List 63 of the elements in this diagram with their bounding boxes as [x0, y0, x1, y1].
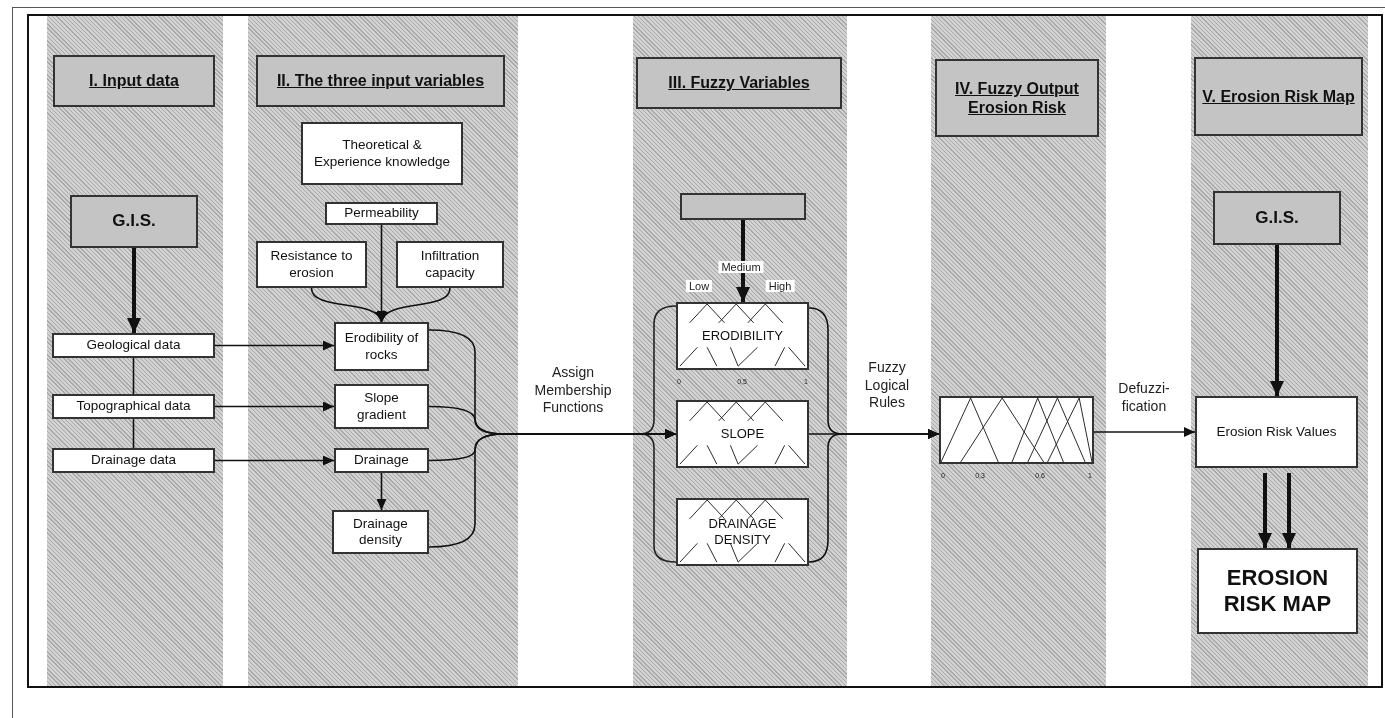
node-text: Permeability [344, 205, 419, 222]
node-text: Theoretical & Experience knowledge [313, 137, 451, 170]
node-text: Drainage [354, 452, 409, 469]
heading-text: II. The three input variables [276, 71, 485, 91]
process-box [334, 384, 429, 429]
connector-line [132, 357, 135, 395]
arrow [310, 287, 383, 323]
arrow [1093, 427, 1196, 437]
node-text: DRAINAGE DENSITY [707, 516, 778, 548]
fuzzy-term-label: Low [685, 280, 713, 292]
process-box [334, 322, 429, 371]
arrow [1282, 473, 1296, 548]
node-text: ERODIBILITY [702, 328, 783, 344]
node-text: Erodibility of rocks [343, 330, 420, 363]
heading-text: III. Fuzzy Variables [668, 73, 810, 93]
heading-text: I. Input data [89, 71, 179, 91]
fuzzy-term-label: High [765, 280, 795, 292]
arrow [736, 220, 750, 302]
column-heading [935, 59, 1099, 137]
tool-box [1213, 191, 1341, 245]
arrow [380, 287, 451, 323]
arrow [214, 455, 335, 466]
fuzzy-term-label: Medium [718, 261, 764, 273]
node-text: Geological data [86, 337, 181, 354]
process-box [325, 202, 438, 225]
process-box [301, 122, 463, 185]
node-text: Erosion Risk Values [1216, 423, 1337, 441]
node-text: Infiltration capacity [419, 248, 481, 281]
process-box [52, 448, 215, 473]
arrow [1270, 245, 1284, 396]
process-box [1195, 396, 1358, 468]
tool-box [680, 193, 806, 220]
column-heading [256, 55, 505, 107]
node-text: Slope gradient [356, 390, 407, 423]
arrow [214, 401, 335, 412]
process-box [52, 333, 215, 358]
node-text: Drainage data [91, 452, 176, 469]
node-text: Resistance to erosion [269, 248, 354, 281]
result-box [1197, 548, 1358, 634]
column-heading [1194, 57, 1363, 136]
node-text: Topographical data [76, 398, 191, 415]
arrow [428, 429, 677, 548]
node-text: SLOPE [720, 426, 765, 442]
node-text: G.I.S. [1255, 207, 1299, 229]
node-text: G.I.S. [112, 211, 156, 232]
tool-box [70, 195, 198, 248]
column-heading [53, 55, 215, 107]
process-box [52, 394, 215, 419]
arrow [376, 472, 387, 511]
heading-text: IV. Fuzzy Output Erosion Risk [954, 78, 1080, 118]
column-heading [636, 57, 842, 109]
process-box [332, 510, 429, 554]
process-box [334, 448, 429, 473]
process-box [396, 241, 504, 288]
arrow [127, 248, 141, 333]
process-box [256, 241, 367, 288]
arrow [1258, 473, 1272, 548]
node-text: EROSION RISK MAP [1222, 564, 1333, 618]
connector-line [132, 418, 135, 449]
arrow [214, 340, 335, 351]
node-text: Drainage density [352, 515, 409, 549]
arrow [808, 429, 940, 563]
heading-text: V. Erosion Risk Map [1202, 86, 1355, 107]
